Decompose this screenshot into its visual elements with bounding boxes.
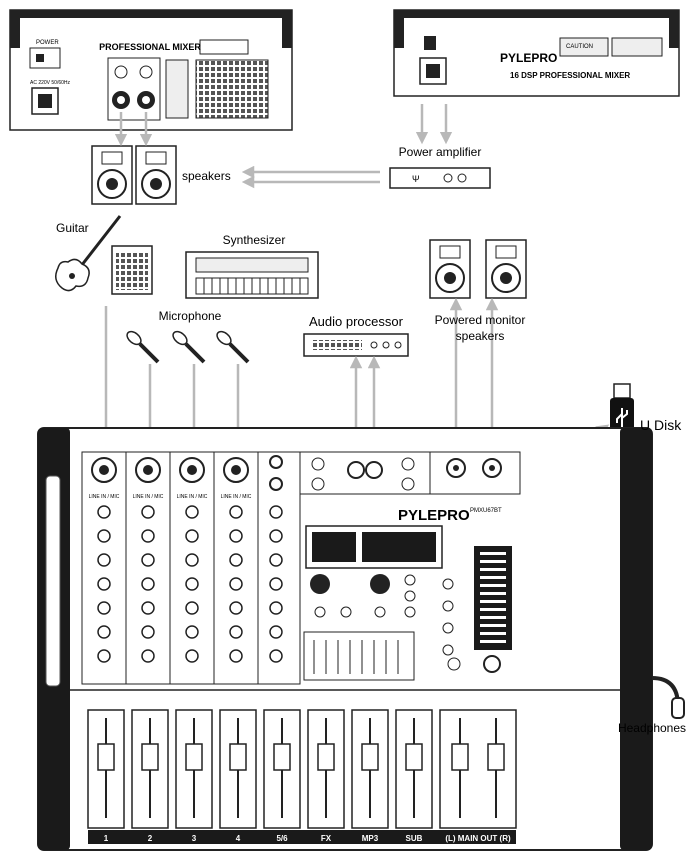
guitar-icon: [55, 215, 122, 292]
fader-label-2: 2: [148, 834, 153, 843]
rear-left-title: PROFESSIONAL MIXER: [99, 42, 201, 52]
mic-input-label-2: LINE IN / MIC: [133, 494, 164, 500]
fader-label-sub: SUB: [406, 834, 423, 843]
label-headphones: Headphones: [618, 721, 686, 735]
main-mixer: [37, 427, 653, 851]
rear-left-ac-label: AC 220V 50/60Hz: [30, 80, 71, 86]
xlr-inputs: [91, 455, 283, 491]
label-powered-monitor-line2: speakers: [456, 329, 505, 343]
level-meter: [442, 546, 512, 673]
rear-panel-left: [9, 9, 293, 131]
fader-label-3: 3: [192, 834, 197, 843]
label-power-amplifier: Power amplifier: [399, 145, 482, 159]
channel-knobs: [97, 505, 283, 663]
rear-right-model: 16 DSP PROFESSIONAL MIXER: [510, 71, 630, 80]
fader-label-4: 4: [236, 834, 241, 843]
label-guitar: Guitar: [56, 221, 89, 235]
mixer-model: PMXU67BT: [470, 508, 502, 514]
power-amplifier: Ψ: [389, 167, 491, 189]
fader-label-5-6: 5/6: [276, 834, 288, 843]
label-speakers: speakers: [182, 169, 231, 183]
synthesizer-icon: [185, 251, 319, 299]
label-audio-processor: Audio processor: [309, 314, 404, 329]
label-powered-monitor-line1: Powered monitor: [435, 313, 526, 327]
center-section: [299, 451, 521, 681]
rear-right-caution: CAUTION: [566, 44, 593, 50]
channel-strips: [81, 451, 301, 685]
microphone-icons: [126, 330, 250, 364]
mic-input-label-4: LINE IN / MIC: [221, 494, 252, 500]
audio-processor: [303, 333, 409, 357]
rear-panel-right: [393, 9, 680, 97]
label-u-disk: U Disk: [640, 417, 682, 433]
label-microphone: Microphone: [159, 309, 222, 323]
rear-right-brand: PYLEPRO: [500, 51, 557, 65]
mic-input-label-3: LINE IN / MIC: [177, 494, 208, 500]
label-synthesizer: Synthesizer: [223, 233, 286, 247]
mic-input-label-1: LINE IN / MIC: [89, 494, 120, 500]
passive-speakers: [91, 145, 177, 205]
powered-monitor-speakers: [429, 239, 527, 299]
svg-text:Ψ: Ψ: [412, 174, 420, 184]
guitar-amp: [111, 245, 153, 295]
fader-label-fx: FX: [321, 834, 332, 843]
fader-label-mp3: MP3: [362, 834, 379, 843]
mixer-brand: PYLEPRO: [398, 507, 470, 524]
fader-bank: [87, 709, 517, 844]
rear-left-power-label: POWER: [36, 40, 59, 46]
fader-label-1: 1: [104, 834, 109, 843]
fader-label-main-out: (L) MAIN OUT (R): [445, 834, 511, 843]
connection-arrows-top: [114, 104, 453, 189]
